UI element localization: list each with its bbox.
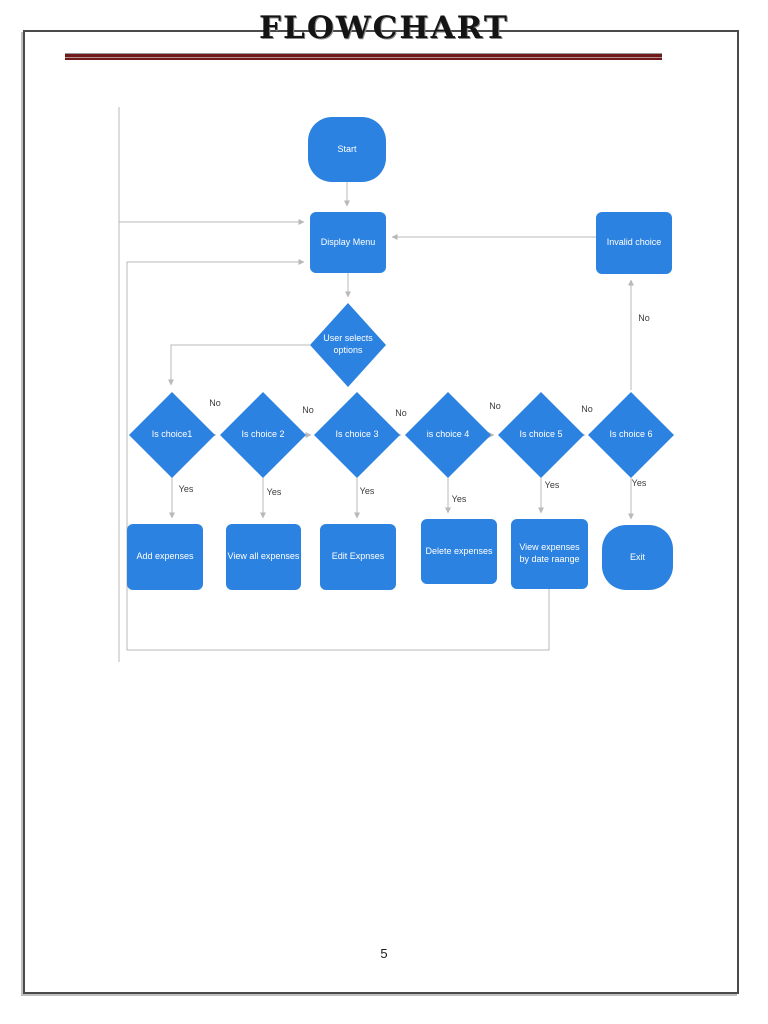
node-label: Edit Expnses — [331, 551, 385, 562]
node-label: Invalid choice — [606, 237, 662, 248]
flowchart-node-delete-expenses: Delete expenses — [421, 519, 497, 584]
flowchart-node-is-choice3: Is choice 3 — [314, 392, 400, 478]
flowchart-node-is-choice6: Is choice 6 — [588, 392, 674, 478]
flowchart-node-is-choice1: Is choice1 — [129, 392, 215, 478]
node-label: View all expenses — [227, 551, 300, 562]
node-label: Delete expenses — [425, 545, 493, 556]
edge-loop-view-by-date-to-display-menu — [126, 259, 550, 651]
flowchart-node-is-choice2: Is choice 2 — [220, 392, 306, 478]
node-label: Exit — [629, 551, 645, 562]
edge-label-yes-6: Yes — [631, 478, 647, 488]
node-label: View expenses by date raange — [519, 542, 580, 564]
node-label: Is choice 3 — [335, 429, 379, 440]
flowchart-node-add-expenses: Add expenses — [127, 524, 203, 590]
flowchart-node-is-choice4: is choice 4 — [405, 392, 491, 478]
title-underline — [65, 53, 662, 61]
node-label: Is choice 2 — [241, 429, 285, 440]
document-page — [23, 30, 739, 994]
flowchart-node-invalid-choice: Invalid choice — [596, 212, 672, 274]
node-label: Is choice 5 — [519, 429, 563, 440]
edge-label-no-4: No — [489, 401, 501, 411]
page-title: FLOWCHART — [259, 10, 509, 46]
edge-label-yes-2: Yes — [266, 487, 282, 497]
flowchart-node-display-menu: Display Menu — [310, 212, 386, 273]
edge-label-yes-5: Yes — [544, 480, 560, 490]
node-label: is choice 4 — [426, 429, 470, 440]
node-label: Display Menu — [320, 236, 376, 247]
flowchart-node-view-all-expenses: View all expenses — [226, 524, 301, 590]
flowchart-node-edit-expenses: Edit Expnses — [320, 524, 396, 590]
node-label: User selects options — [323, 333, 373, 355]
flowchart-node-is-choice5: Is choice 5 — [498, 392, 584, 478]
edge-label-no-1: No — [209, 398, 221, 408]
edge-user-selects-to-choice1 — [168, 344, 310, 386]
node-label: Is choice 6 — [609, 429, 653, 440]
node-label: Is choice1 — [151, 429, 193, 440]
flowchart-node-user-selects-options: User selects options — [310, 303, 386, 387]
edge-label-no-5: No — [581, 404, 593, 414]
edge-label-no-6: No — [638, 313, 650, 323]
flowchart-node-exit: Exit — [602, 525, 673, 590]
page-number: 5 — [380, 946, 388, 961]
edge-label-no-3: No — [395, 408, 407, 418]
edge-label-yes-1: Yes — [178, 484, 194, 494]
node-label: Start — [337, 143, 357, 154]
flowchart-node-start: Start — [308, 117, 386, 182]
edge-label-no-2: No — [302, 405, 314, 415]
edge-label-yes-4: Yes — [451, 494, 467, 504]
edge-label-yes-3: Yes — [359, 486, 375, 496]
node-label: Add expenses — [136, 551, 194, 562]
flowchart-node-view-expenses-by-date: View expenses by date raange — [511, 519, 588, 589]
